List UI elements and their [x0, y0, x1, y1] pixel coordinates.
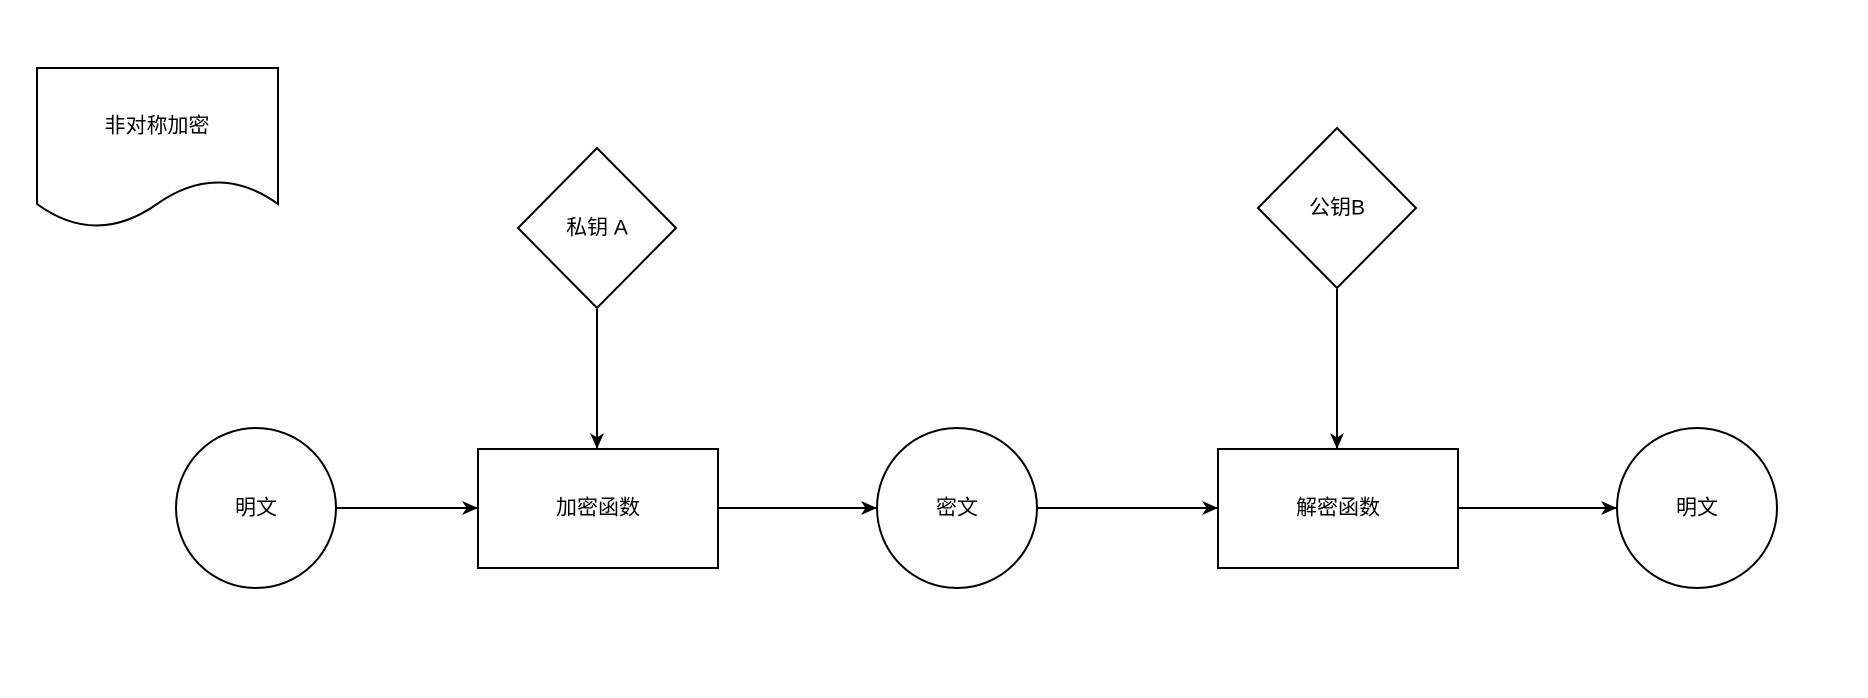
diamond-shape-public-key[interactable]	[1256, 126, 1418, 290]
plaintext-2-label: 明文	[1676, 497, 1718, 520]
edges-layer	[337, 289, 1617, 515]
node-public-key-b[interactable]: 公钥B	[1256, 126, 1418, 290]
document-shape[interactable]	[36, 67, 279, 227]
node-ciphertext[interactable]: 密文	[876, 427, 1038, 589]
rect-shape-encrypt[interactable]	[477, 448, 719, 569]
node-note-title[interactable]: 非对称加密	[36, 67, 279, 227]
circle-shape-ciphertext[interactable]	[876, 427, 1038, 589]
node-decrypt-function[interactable]: 解密函数	[1217, 448, 1459, 569]
circle-shape-plaintext-2[interactable]	[1616, 427, 1778, 589]
node-private-key-a[interactable]: 私钥 A	[516, 146, 678, 310]
private-key-label: 私钥 A	[566, 217, 628, 240]
note-label: 非对称加密	[105, 115, 210, 138]
node-plaintext-2[interactable]: 明文	[1616, 427, 1778, 589]
node-plaintext-1[interactable]: 明文	[175, 427, 337, 589]
decrypt-function-label: 解密函数	[1296, 497, 1380, 520]
diamond-shape-private-key[interactable]	[516, 146, 678, 310]
node-encrypt-function[interactable]: 加密函数	[477, 448, 719, 569]
ciphertext-label: 密文	[936, 497, 978, 520]
rect-shape-decrypt[interactable]	[1217, 448, 1459, 569]
encrypt-function-label: 加密函数	[556, 497, 640, 520]
public-key-label: 公钥B	[1309, 197, 1365, 220]
plaintext-1-label: 明文	[235, 497, 277, 520]
circle-shape-plaintext-1[interactable]	[175, 427, 337, 589]
